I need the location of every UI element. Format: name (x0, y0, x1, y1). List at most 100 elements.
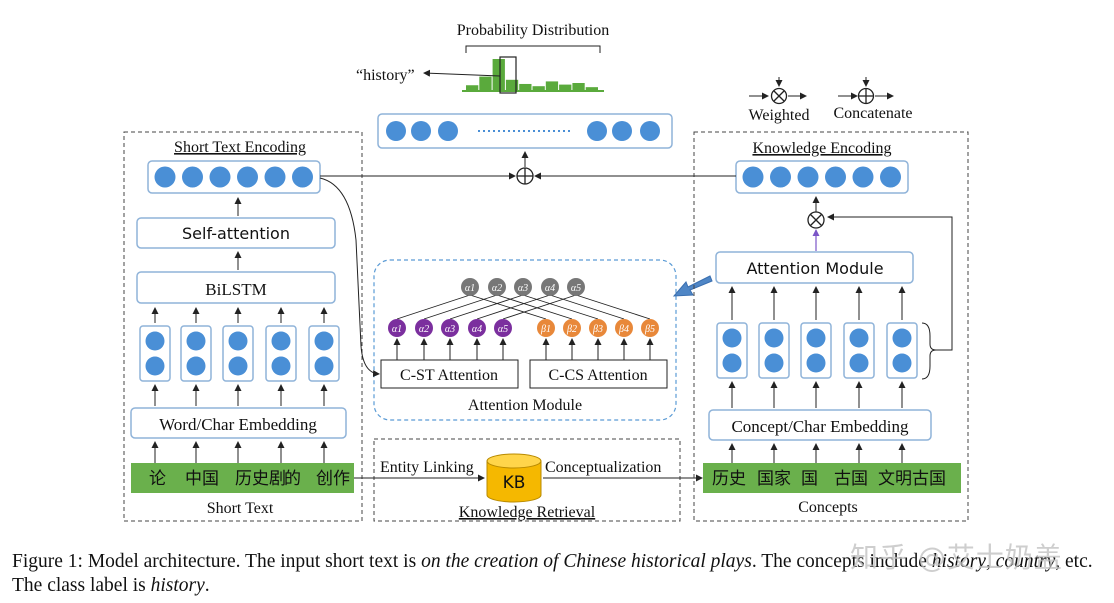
output-alpha-node-label: α3 (518, 283, 528, 294)
histogram-bar (545, 81, 559, 91)
attention-connections (393, 294, 654, 360)
histogram-bar (559, 84, 572, 91)
prob-dist-title: Probability Distribution (457, 22, 609, 39)
beta-node (537, 319, 555, 337)
alpha-node (388, 319, 406, 337)
short-text-hidden-node (314, 331, 334, 351)
beta-node-label: β1 (540, 324, 551, 335)
histogram-bar (492, 59, 505, 91)
short-text-node (182, 166, 203, 188)
short-text-token: 中国 (185, 469, 219, 488)
short-text-to-cst-arrow (319, 177, 380, 378)
concept-hidden-node (764, 353, 784, 373)
concept-hidden-node (892, 353, 912, 373)
knowledge-node (880, 166, 901, 188)
short-text-node (209, 166, 231, 188)
concept-token: 历史 (712, 469, 746, 488)
short-text-tokens: 论中国历史剧的创作 (149, 469, 350, 488)
concept-hidden-node (722, 328, 742, 348)
c-st-attention-box (380, 359, 519, 389)
output-node (612, 121, 632, 141)
concept-hidden-node (849, 328, 869, 348)
beta-node-label: β3 (592, 324, 603, 335)
alpha-link (396, 294, 471, 320)
conceptualization-label: Conceptualization (545, 459, 661, 476)
beta-node (615, 319, 633, 337)
concept-tokens: 历史国家国古国文明古国 (712, 469, 946, 488)
short-text-node (264, 166, 286, 188)
argmax-highlight (499, 56, 517, 94)
bilstm-box (136, 271, 336, 304)
attention-module-title: Attention Module (468, 397, 582, 414)
histogram-bar (466, 85, 479, 91)
alpha-link (502, 294, 577, 320)
alpha-node (494, 319, 512, 337)
knowledge-node (825, 166, 846, 188)
beta-link (575, 294, 651, 320)
concept-hidden-node (806, 353, 826, 373)
attention-module-label: Attention Module (746, 259, 883, 278)
weighted-legend-label: Weighted (749, 107, 810, 124)
output-alpha-node-label: α2 (492, 283, 502, 294)
short-text-hidden-node (228, 356, 248, 376)
output-alpha-node-label: α4 (545, 283, 555, 294)
histogram-bar (532, 86, 545, 91)
concept-hidden-node (722, 353, 742, 373)
alpha-link (423, 294, 498, 320)
knowledge-node (742, 166, 764, 188)
prob-dist-bracket (465, 45, 601, 53)
c-st-attention-label: C-ST Attention (400, 367, 498, 384)
concept-token-bar (703, 463, 961, 493)
figure-caption: Figure 1: Model architecture. The input … (12, 551, 1093, 596)
concept-token: 国 (801, 469, 818, 488)
short-text-hidden-node (145, 356, 165, 376)
alpha-node-label: α3 (445, 324, 455, 335)
kb-label: KB (503, 473, 526, 493)
self-attention-box (136, 217, 336, 249)
knowledge-panel (693, 131, 969, 522)
short-text-token: 论 (149, 469, 166, 488)
histogram-bar (585, 87, 598, 91)
word-char-embedding-label: Word/Char Embedding (159, 415, 317, 434)
self-attention-label: Self-attention (182, 224, 290, 243)
short-text-hidden-node (271, 356, 291, 376)
short-text-hidden-node (271, 331, 291, 351)
output-node (386, 121, 406, 141)
short-text-hidden-node (228, 331, 248, 351)
knowledge-node (770, 166, 791, 188)
alpha-node-label: α1 (392, 324, 402, 335)
output-alpha-node (461, 278, 479, 296)
output-node (411, 121, 431, 141)
short-text-hidden-columns (139, 307, 340, 463)
output-arrow (423, 69, 501, 77)
concept-char-embedding-label: Concept/Char Embedding (731, 417, 909, 436)
output-node (438, 121, 458, 141)
short-text-footer: Short Text (207, 500, 274, 517)
entity-linking-label: Entity Linking (380, 459, 474, 476)
short-text-token-bar (131, 463, 354, 493)
attention-module-panel (373, 259, 677, 421)
output-alpha-node-label: α5 (571, 283, 581, 294)
beta-node-label: β5 (644, 324, 655, 335)
alpha-node-label: α5 (498, 324, 508, 335)
short-text-hidden-node (314, 356, 334, 376)
output-alpha-node (567, 278, 585, 296)
concept-hidden-columns (716, 286, 918, 463)
short-text-node (154, 166, 176, 188)
concatenate-legend-label: Concatenate (833, 105, 912, 122)
short-text-token: 创作 (316, 469, 350, 488)
beta-node (563, 319, 581, 337)
beta-link (549, 294, 625, 320)
short-text-token: 的 (284, 469, 301, 488)
concept-token: 文明古国 (878, 469, 946, 488)
histogram-bar (572, 83, 585, 91)
beta-node (589, 319, 607, 337)
short-text-node (292, 166, 313, 188)
c-cs-attention-label: C-CS Attention (548, 367, 647, 384)
beta-node-label: β4 (618, 324, 629, 335)
c-cs-attention-box (529, 359, 668, 389)
beta-link (522, 294, 599, 320)
output-node (640, 121, 660, 141)
